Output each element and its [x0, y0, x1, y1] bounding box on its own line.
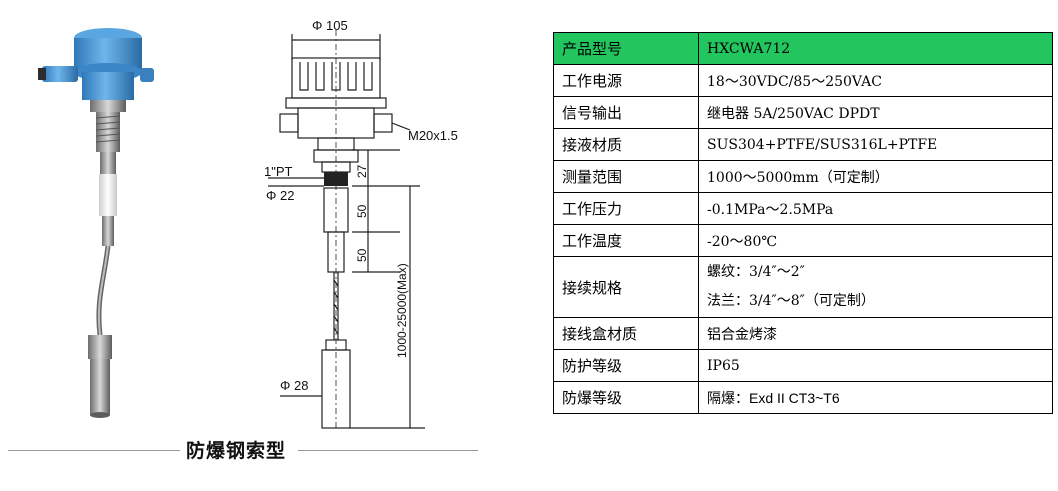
spec-value: IP65 — [698, 349, 1053, 382]
table-row: 产品型号 HXCWA712 — [553, 32, 1053, 65]
table-row: 信号输出 继电器 5A/250VAC DPDT — [553, 96, 1053, 129]
spec-key: 工作温度 — [553, 224, 699, 257]
dim-thread: M20x1.5 — [408, 128, 458, 143]
table-row: 工作温度 -20～80℃ — [553, 224, 1053, 257]
caption-rule-right — [298, 450, 478, 451]
dim-length: 1000-25000(Max) — [395, 263, 409, 358]
caption-rule-left — [8, 450, 180, 451]
dim-50a: 50 — [355, 204, 369, 218]
dim-top-width: Φ 105 — [312, 18, 348, 33]
spec-value: -0.1MPa～2.5MPa — [698, 192, 1053, 225]
table-row: 防爆等级 隔爆：Exd II CT3~T6 — [553, 381, 1053, 414]
spec-value-suffix: Exd II CT3~T6 — [749, 389, 840, 406]
spec-key: 工作压力 — [553, 192, 699, 225]
spec-value: 螺纹：3/4″～2″ 法兰：3/4″～8″（可定制） — [698, 256, 1053, 318]
table-row: 接线盒材质 铝合金烤漆 — [553, 317, 1053, 350]
spec-key: 产品型号 — [553, 32, 699, 65]
caption-title: 防爆钢索型 — [186, 440, 287, 462]
product-photo — [20, 10, 180, 430]
table-row: 防护等级 IP65 — [553, 349, 1053, 382]
spec-value: 1000～5000mm（可定制） — [698, 160, 1053, 193]
table-row: 接液材质 SUS304+PTFE/SUS316L+PTFE — [553, 128, 1053, 161]
spec-key: 接液材质 — [553, 128, 699, 161]
spec-value: 18～30VDC/85～250VAC — [698, 64, 1053, 97]
spec-value-prefix: 隔爆： — [707, 390, 749, 407]
table-row: 工作电源 18～30VDC/85～250VAC — [553, 64, 1053, 97]
technical-drawing: Φ 105 M20x1.5 1"PT Φ 22 27 50 50 1000-25… — [240, 10, 490, 440]
spec-key: 防爆等级 — [553, 381, 699, 414]
dim-phi28: Φ 28 — [280, 378, 308, 393]
dim-pt: 1"PT — [264, 164, 293, 179]
spec-key: 信号输出 — [553, 96, 699, 129]
spec-key: 工作电源 — [553, 64, 699, 97]
spec-value: 继电器 5A/250VAC DPDT — [698, 96, 1053, 129]
dim-phi22: Φ 22 — [266, 188, 294, 203]
dim-50b: 50 — [355, 248, 369, 262]
spec-key: 测量范围 — [553, 160, 699, 193]
spec-value: 隔爆：Exd II CT3~T6 — [698, 381, 1053, 414]
spec-value-line: 法兰：3/4″～8″（可定制） — [707, 293, 875, 309]
spec-value: 铝合金烤漆 — [698, 317, 1053, 350]
spec-value-line: 螺纹：3/4″～2″ — [707, 264, 805, 280]
spec-value: -20～80℃ — [698, 224, 1053, 257]
table-row: 工作压力 -0.1MPa～2.5MPa — [553, 192, 1053, 225]
dim-27: 27 — [355, 164, 369, 178]
spec-table: 产品型号 HXCWA712 工作电源 18～30VDC/85～250VAC 信号… — [553, 32, 1053, 414]
spec-value: HXCWA712 — [698, 32, 1053, 65]
table-row: 接续规格 螺纹：3/4″～2″ 法兰：3/4″～8″（可定制） — [553, 256, 1053, 318]
spec-value: SUS304+PTFE/SUS316L+PTFE — [698, 128, 1053, 161]
spec-key: 接续规格 — [553, 256, 699, 318]
spec-key: 接线盒材质 — [553, 317, 699, 350]
table-row: 测量范围 1000～5000mm（可定制） — [553, 160, 1053, 193]
spec-key: 防护等级 — [553, 349, 699, 382]
caption-area: 防爆钢索型 — [8, 430, 478, 470]
